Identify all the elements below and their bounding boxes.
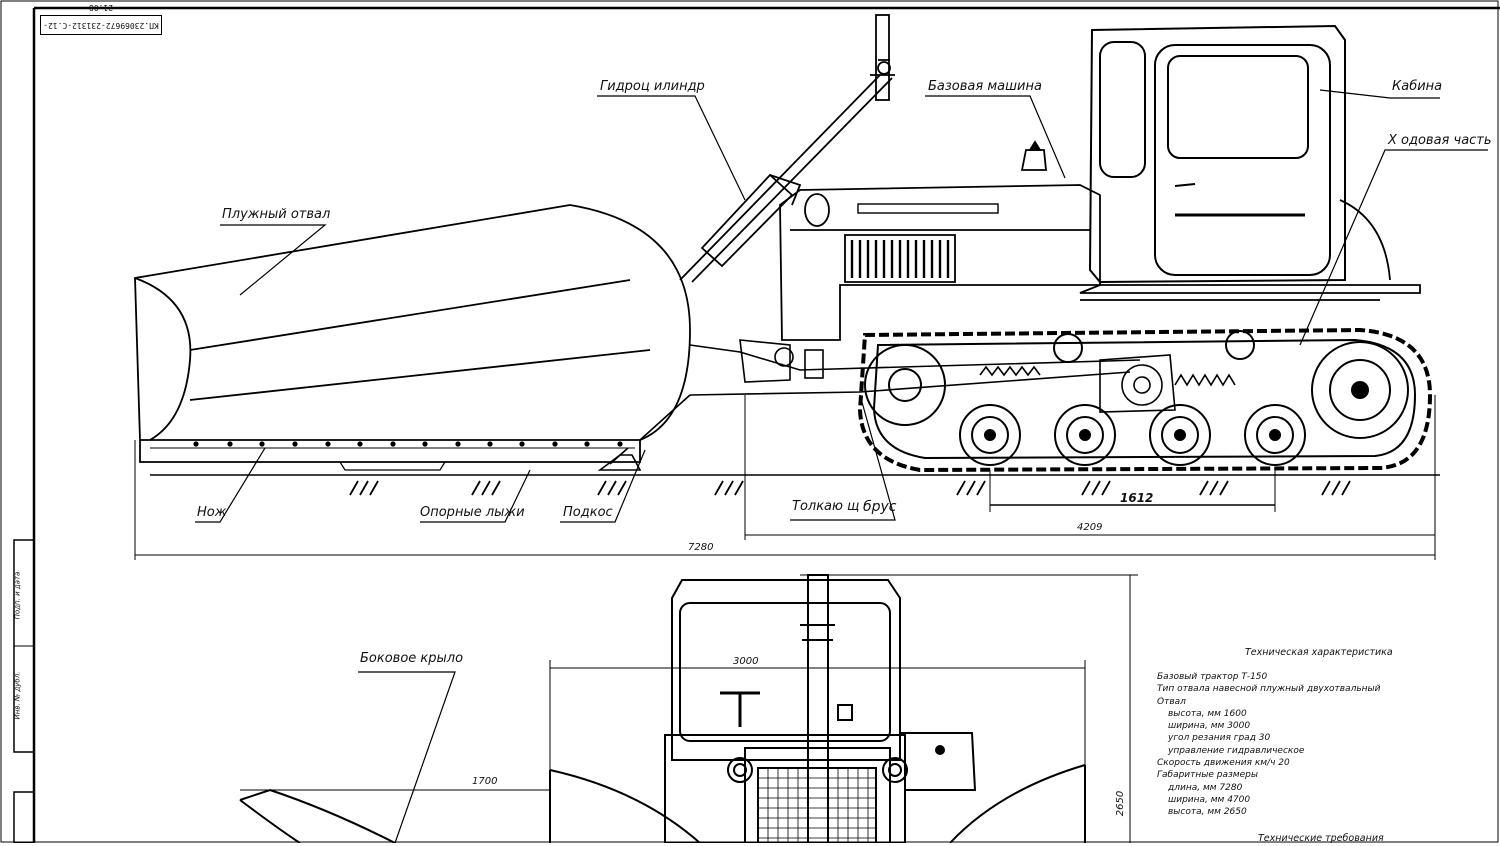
dim-front-width: 3000: [733, 656, 759, 667]
label-side-wing: Боковое крыло: [360, 651, 464, 666]
leader-lines: [195, 89, 1488, 843]
spec-line: угол резания град 30: [1168, 733, 1271, 744]
dim-track-base: 1612: [1120, 491, 1154, 505]
support-ski: [597, 447, 642, 471]
spec-line: Тип отвала навесной плужный двухотвальны…: [1157, 684, 1381, 695]
suspension-springs: [979, 354, 1236, 413]
label-running-gear: Х одовая часть: [1388, 133, 1492, 148]
label-hydrocylinder: Гидроц илиндр: [600, 79, 705, 94]
label-push-beam-b: брус: [863, 499, 897, 515]
spec-line: Отвал: [1157, 696, 1186, 707]
spec-line: высота, мм 2650: [1168, 807, 1247, 818]
tractor-body: [779, 140, 1421, 341]
requirements-title: Технические требования: [1258, 833, 1384, 844]
label-knife: Нож: [197, 505, 227, 520]
spec-line: Базовый трактор Т-150: [1157, 672, 1268, 682]
spec-line: Скорость движения км/ч 20: [1157, 758, 1290, 769]
front-view: [664, 574, 977, 843]
spec-line: высота, мм 1600: [1168, 708, 1247, 719]
label-push-beam-a: Толкаю щ: [792, 499, 860, 514]
hydraulic-cylinder: [679, 14, 895, 283]
stamp-label-signature: Подп. и дата: [13, 571, 22, 620]
ground-line: [150, 474, 1440, 496]
push-beam: [639, 339, 1141, 441]
blade-bolts: [193, 441, 623, 447]
spec-line: Габаритные размеры: [1157, 770, 1258, 781]
stamp-label-inventory: Инв. № дубл.: [13, 671, 22, 720]
dim-wing-offset: 1700: [472, 776, 498, 787]
document-code-stamp: КП.23069672-231312-С.12-21.08: [40, 3, 162, 35]
spec-line: управление гидравлическое: [1168, 745, 1305, 756]
dimension-lines: [134, 395, 1436, 843]
spec-line: ширина, мм 3000: [1168, 721, 1251, 732]
spec-line: ширина, мм 4700: [1168, 794, 1251, 805]
road-wheels: [864, 330, 1409, 466]
front-blade-wings: [239, 764, 1086, 843]
label-plow-blade: Плужный отвал: [222, 207, 331, 222]
label-brace: Подкос: [563, 505, 613, 520]
specs-title: Техническая характеристика: [1245, 647, 1393, 658]
dim-overall-length: 7280: [688, 542, 714, 553]
track-assembly: [857, 327, 1433, 473]
label-support-skis: Опорные лыжи: [420, 505, 525, 520]
label-cabin: Кабина: [1392, 79, 1443, 94]
dim-machine-length: 4209: [1077, 522, 1103, 533]
spec-line: длина, мм 7280: [1168, 782, 1243, 793]
plow-blade: [134, 204, 691, 471]
dim-height: 2650: [1115, 790, 1127, 817]
cabin: [1088, 24, 1346, 284]
label-base-machine: Базовая машина: [928, 79, 1042, 94]
